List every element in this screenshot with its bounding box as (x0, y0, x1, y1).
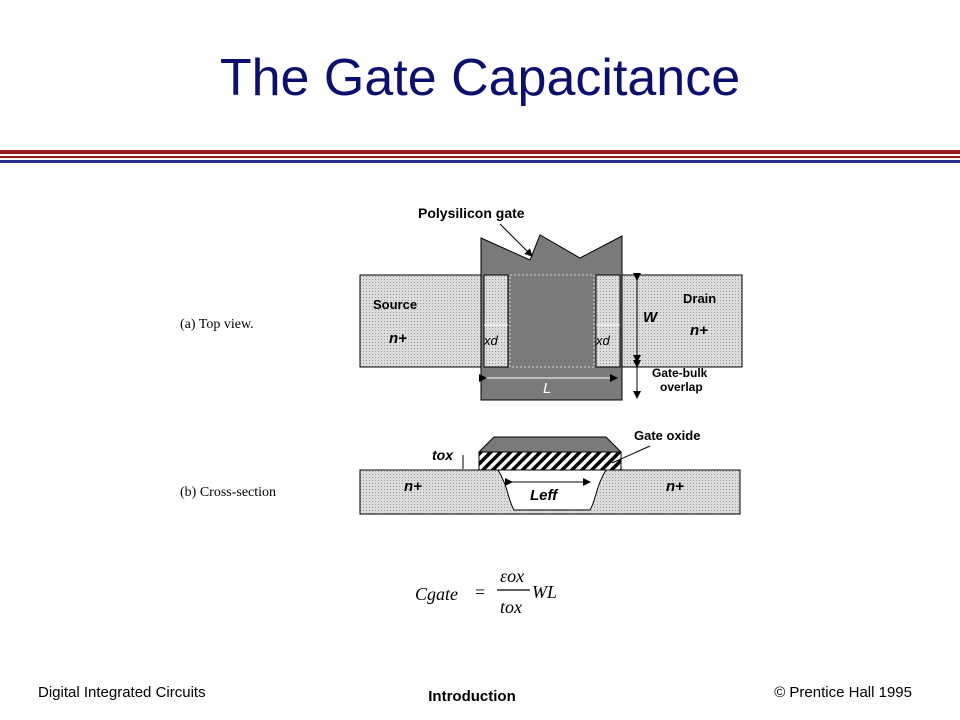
cross-section-caption: (b) Cross-section (180, 485, 276, 500)
tox-label: tox (432, 447, 454, 463)
cross-right-n-plus: n+ (666, 478, 684, 495)
leff-label: Leff (530, 487, 559, 504)
footer-course-title: Digital Integrated Circuits (38, 684, 206, 701)
top-view: Polysilicon gate (a) Top view. Source Dr… (180, 205, 743, 401)
gate-bulk-overlap-right (595, 274, 621, 368)
drain-diffusion (621, 274, 743, 368)
gate-oxide (478, 451, 622, 471)
formula-numerator: εox (500, 566, 524, 586)
title-rule (0, 150, 960, 163)
gate-capacitance-figure: Polysilicon gate (a) Top view. Source Dr… (180, 205, 743, 617)
formula-lhs: Cgate (415, 584, 458, 604)
gate-capacitance-formula: Cgate = εox tox WL (415, 566, 557, 617)
source-label: Source (373, 297, 417, 312)
gate-oxide-leader (611, 445, 651, 464)
xd-right-label: xd (595, 333, 611, 348)
footer-copyright: © Prentice Hall 1995 (774, 684, 912, 701)
gate-bulk-label-line1: Gate-bulk (652, 366, 708, 380)
source-diffusion (359, 274, 482, 368)
cross-section-view: (b) Cross-section tox Gate oxide n+ n+ L… (180, 428, 741, 515)
gate-oxide-label: Gate oxide (634, 428, 700, 443)
channel-region-outline (509, 274, 595, 368)
formula-denominator: tox (500, 597, 522, 617)
slide-title: The Gate Capacitance (219, 49, 741, 107)
source-n-plus: n+ (389, 330, 407, 347)
l-label: L (543, 380, 551, 397)
formula-tail: WL (532, 582, 557, 602)
gate-bulk-label-line2: overlap (660, 380, 703, 394)
top-view-caption: (a) Top view. (180, 317, 254, 332)
xd-left-label: xd (483, 333, 499, 348)
drain-label: Drain (683, 291, 716, 306)
drain-n-plus: n+ (690, 322, 708, 339)
cross-left-n-plus: n+ (404, 478, 422, 495)
polysilicon-leader (499, 223, 533, 257)
w-label: W (643, 309, 659, 326)
cross-section-gate (477, 436, 623, 453)
gate-bulk-overlap-left (483, 274, 509, 368)
polysilicon-label: Polysilicon gate (418, 205, 525, 221)
footer-section-title: Introduction (428, 688, 516, 705)
formula-equals: = (475, 582, 485, 602)
